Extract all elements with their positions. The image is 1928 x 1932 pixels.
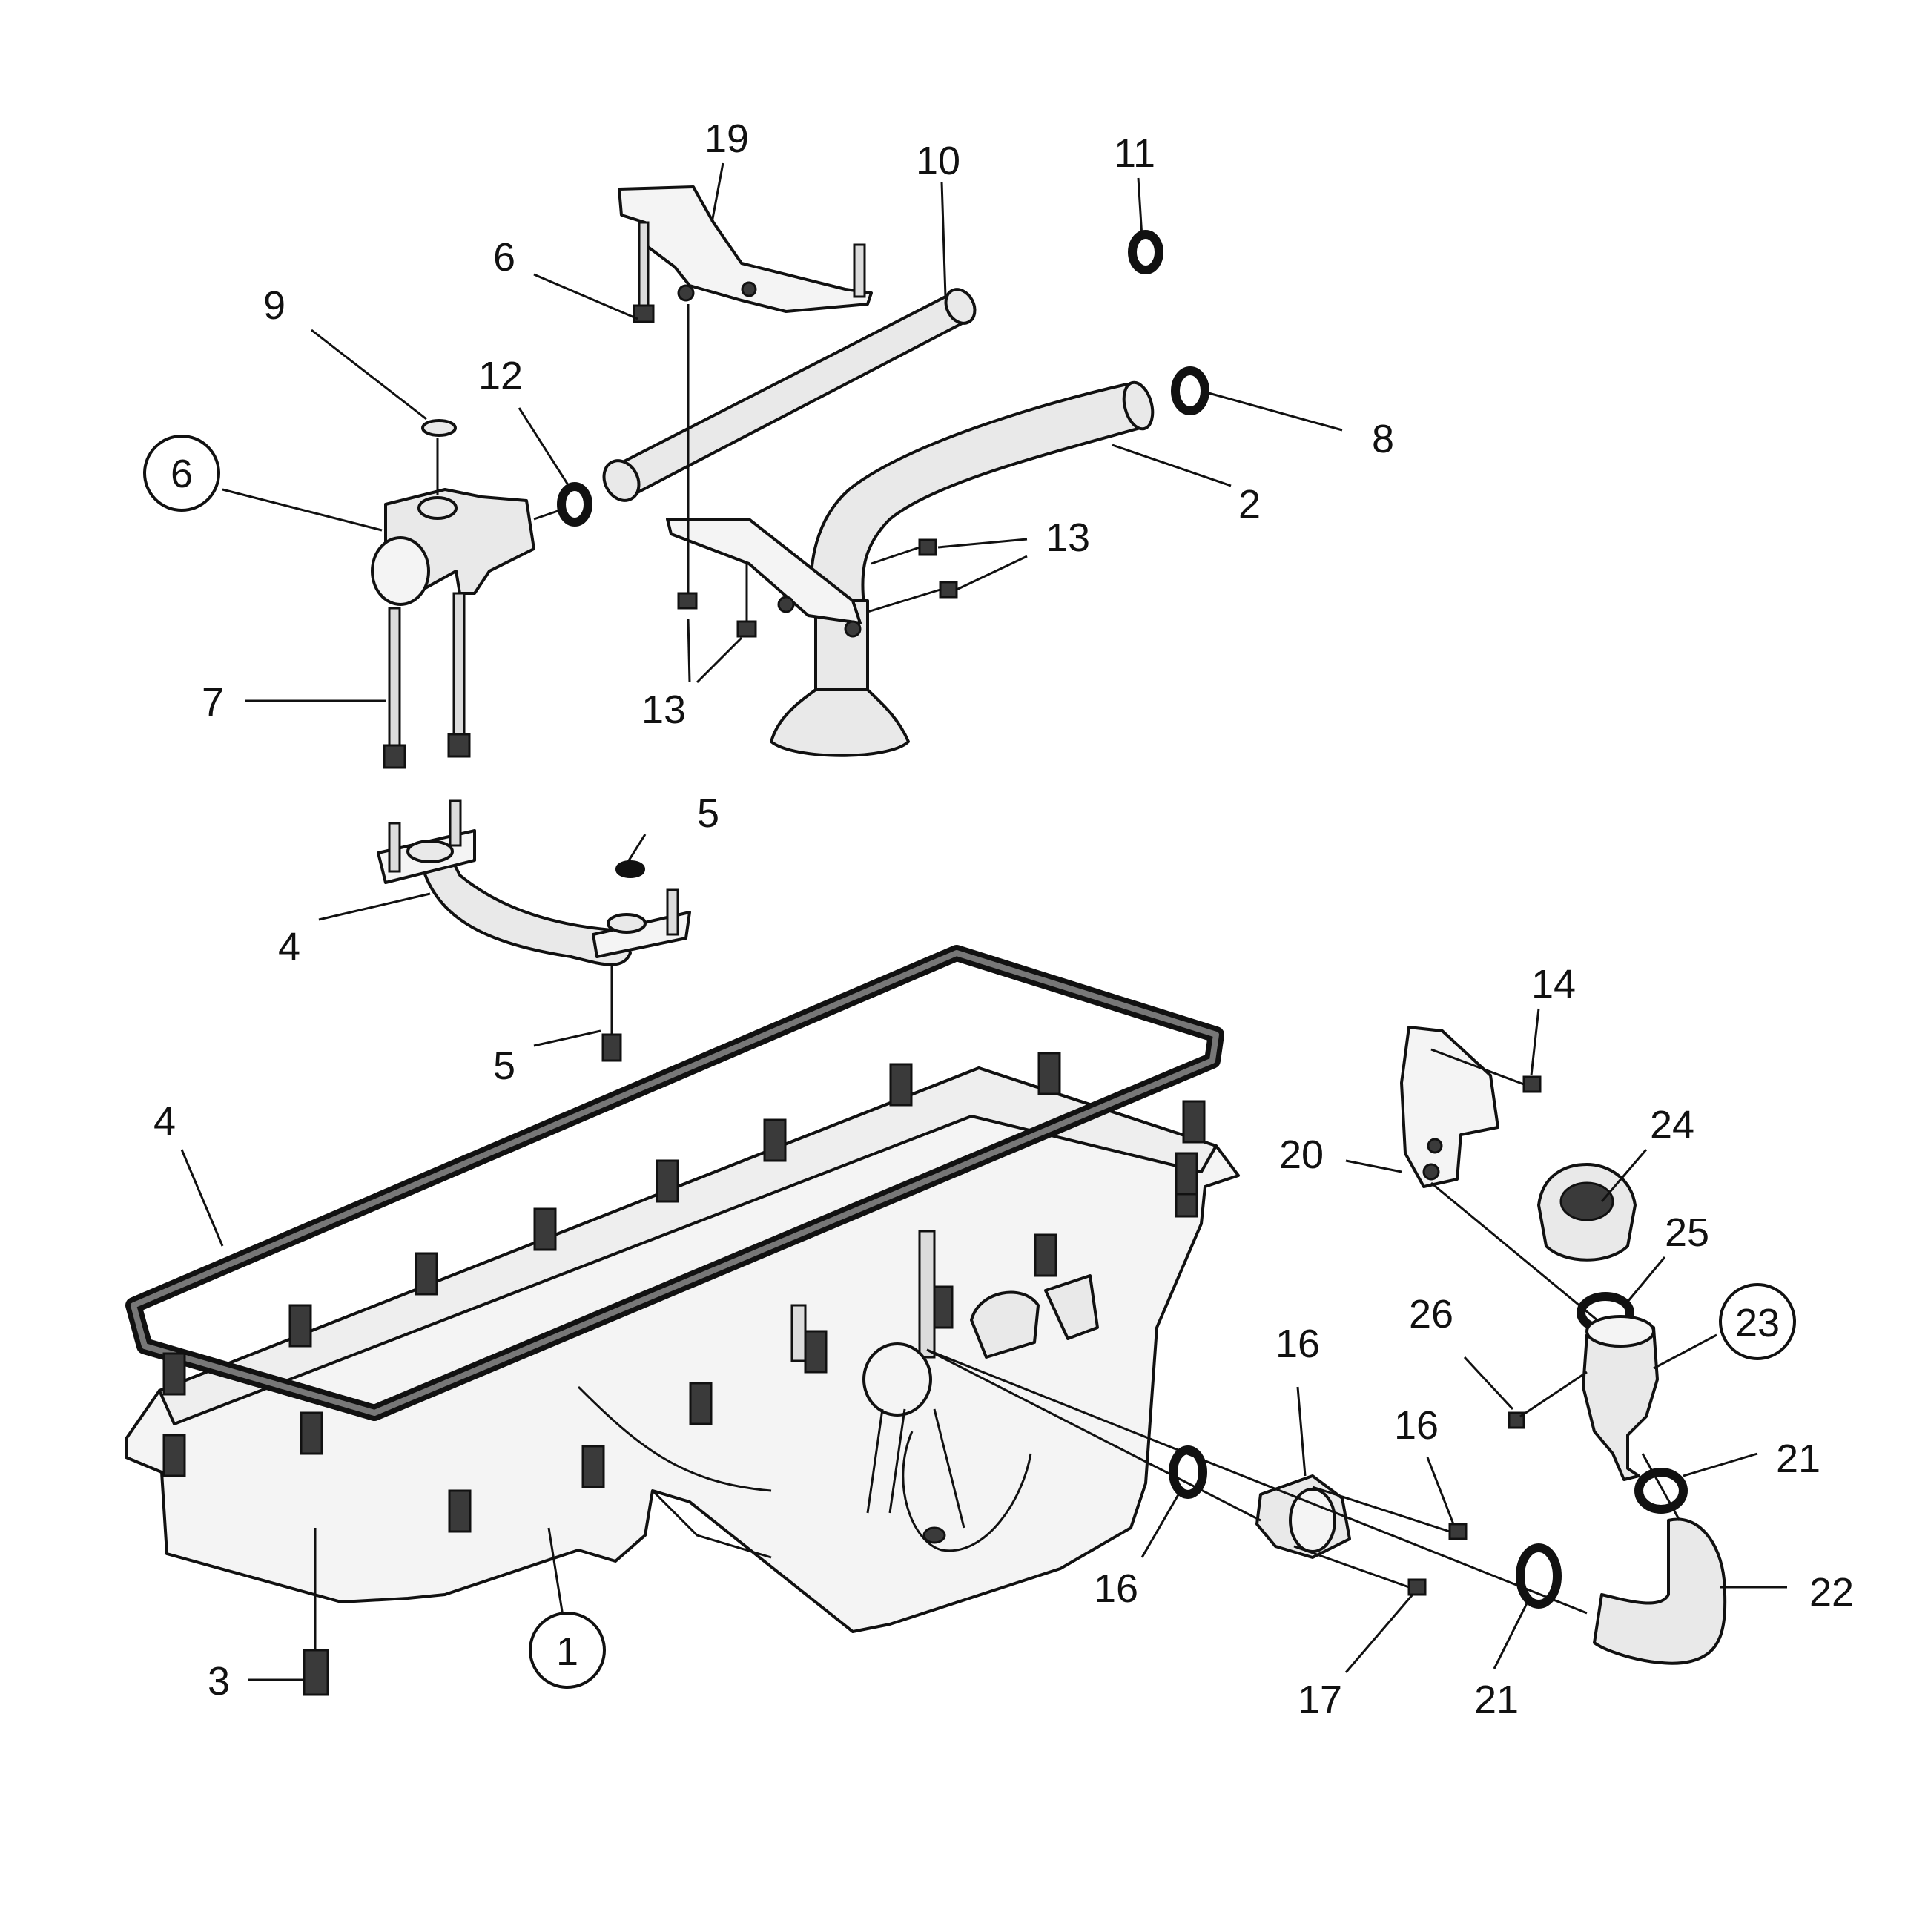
callout-8: 6 [171,452,193,496]
callout-17: 16 [1275,1322,1320,1366]
callout-6-bottom: 5 [493,1044,515,1088]
callout-14: 19 [704,116,749,161]
callout-11: 8 [1372,417,1394,461]
callout-circle-23 [1719,1283,1796,1360]
pump-part-8 [371,488,535,769]
callout-13-top: 11 [1114,131,1155,176]
drain-plug-part-3 [303,1528,329,1696]
oil-pan-part-1 [125,1066,1240,1633]
callout-9: 7 [202,680,224,725]
pan-stud [288,1304,312,1348]
pan-stud [763,1118,787,1162]
pan-internals [790,1230,1099,1552]
gasket-part-4 [125,945,1224,1421]
bracket-part-14 [618,185,873,313]
callout-16-mid: 13 [641,688,686,732]
pan-stud [533,1207,557,1251]
callout-21-right: 21 [1776,1437,1820,1481]
callout-19-bottom: 17 [1298,1678,1342,1722]
pan-stud [804,1330,828,1374]
pan-stud [656,1159,679,1203]
pan-stud [448,1489,472,1533]
callout-23: 23 [1735,1301,1780,1345]
callout-12: 10 [916,139,960,183]
callout-26: 26 [1409,1292,1453,1336]
callout-22: 22 [1809,1570,1854,1615]
callout-25: 25 [1665,1210,1709,1255]
callout-labels: 19 10 11 6 9 12 6 8 2 13 13 7 5 4 5 4 3 … [153,116,1854,1722]
leader-lines [180,162,1787,1681]
pan-stud [162,1434,186,1477]
tube-part-5 [377,799,691,1062]
callout-circle-8 [143,435,220,512]
right-side-parts [926,1026,1727,1665]
small-parts-top [421,221,1209,638]
pan-stud [1175,1152,1198,1196]
pan-stud [889,1063,913,1107]
callout-10: 9 [263,283,285,328]
pan-stud [1037,1052,1061,1095]
pan-stud [300,1411,323,1455]
tube-part-12 [602,288,977,502]
pan-stud [689,1382,713,1425]
pan-stud [581,1445,605,1488]
callout-16-right: 14 [1531,962,1576,1006]
callout-circle-1 [529,1612,606,1689]
pan-studs [162,1052,1206,1533]
pickup-tube-part-2 [666,380,1155,757]
pan-stud [1034,1233,1057,1277]
pan-stud [415,1252,438,1296]
callout-16-top: 13 [1046,515,1090,560]
callout-1: 1 [556,1629,578,1674]
pan-stud [1182,1100,1206,1144]
callout-20: 20 [1279,1133,1324,1177]
callout-19-top: 16 [1394,1403,1439,1448]
callout-24: 24 [1650,1103,1694,1147]
callout-3: 3 [208,1659,230,1704]
callout-6-top: 6 [493,235,515,280]
callout-21-bottom: 21 [1474,1678,1519,1722]
callout-5: 4 [278,925,300,969]
pan-stud [162,1352,186,1396]
callout-4: 4 [153,1099,176,1144]
callout-13-left: 12 [478,354,523,398]
callout-18: 16 [1094,1566,1138,1611]
callout-7: 5 [697,791,719,836]
callout-2: 2 [1238,482,1261,527]
